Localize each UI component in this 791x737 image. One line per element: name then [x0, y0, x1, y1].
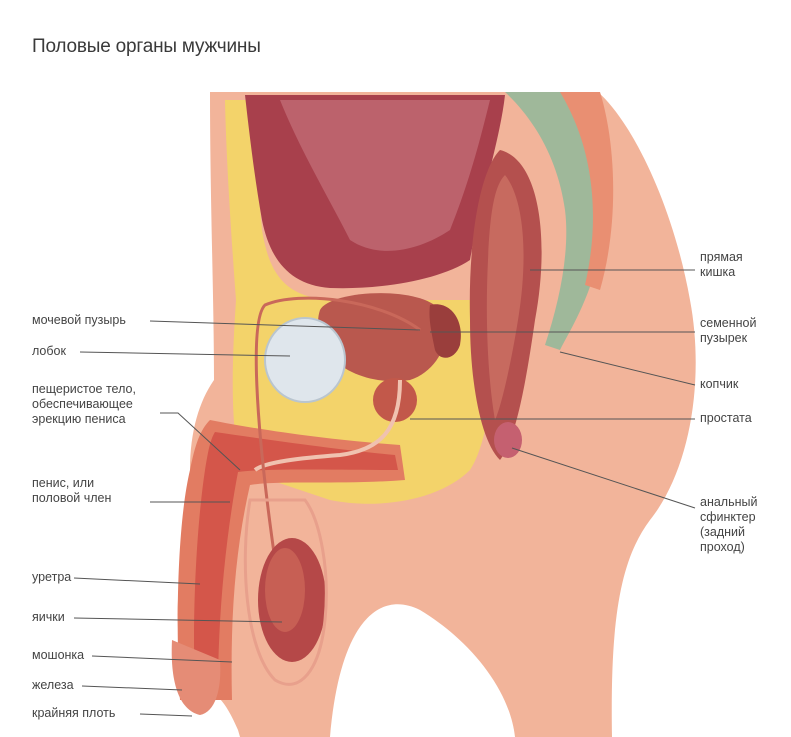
label-seminal-vesicle: семенной пузырек — [700, 316, 757, 346]
testis-highlight — [265, 548, 305, 632]
leader-foreskin — [140, 714, 192, 716]
label-rectum-line-1: прямая — [700, 250, 743, 265]
label-bladder: мочевой пузырь — [32, 313, 126, 328]
label-rectum-line-2: кишка — [700, 265, 743, 280]
label-cavernous-body: пещеристое тело, обеспечивающее эрекцию … — [32, 382, 136, 427]
label-anal-line-3: (задний — [700, 525, 757, 540]
label-coccyx: копчик — [700, 377, 738, 392]
label-testes: яички — [32, 610, 65, 625]
label-cavernous-line-3: эрекцию пениса — [32, 412, 136, 427]
label-penis: пенис, или половой член — [32, 476, 111, 506]
label-anal-line-4: проход) — [700, 540, 757, 555]
label-scrotum: мошонка — [32, 648, 84, 663]
label-rectum: прямая кишка — [700, 250, 743, 280]
label-urethra: уретра — [32, 570, 71, 585]
anal-sphincter — [494, 422, 522, 458]
label-anal-sphincter: анальный сфинктер (задний проход) — [700, 495, 757, 555]
label-cavernous-line-2: обеспечивающее — [32, 397, 136, 412]
label-anal-line-1: анальный — [700, 495, 757, 510]
label-cavernous-line-1: пещеристое тело, — [32, 382, 136, 397]
leader-gland — [82, 686, 182, 690]
label-prostate: простата — [700, 411, 752, 426]
label-pubis: лобок — [32, 344, 66, 359]
label-foreskin: крайняя плоть — [32, 706, 115, 721]
label-penis-line-2: половой член — [32, 491, 111, 506]
label-penis-line-1: пенис, или — [32, 476, 111, 491]
pubic-bone — [265, 318, 345, 402]
label-seminal-line-2: пузырек — [700, 331, 757, 346]
label-anal-line-2: сфинктер — [700, 510, 757, 525]
label-gland: железа — [32, 678, 74, 693]
label-seminal-line-1: семенной — [700, 316, 757, 331]
